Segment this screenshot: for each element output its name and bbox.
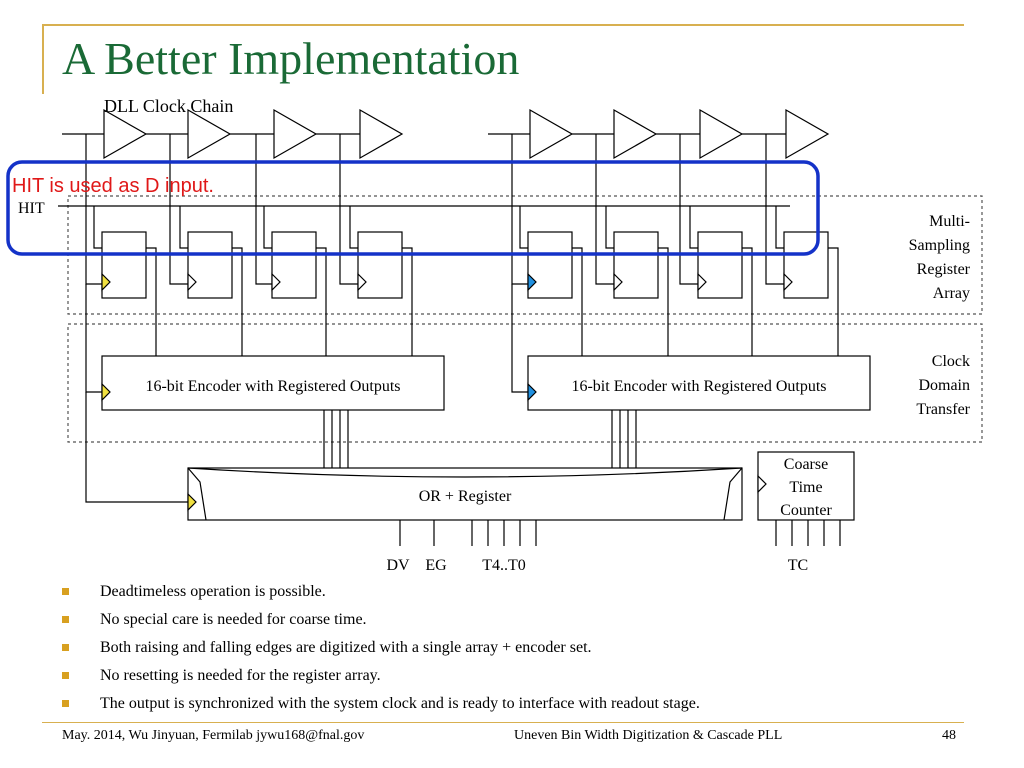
left-register-array [101,231,403,299]
bullet-text: No resetting is needed for the register … [100,667,381,684]
clock-domain-label-3: Transfer [916,401,970,418]
clock-marker [527,272,537,292]
encoder-left-label: 16-bit Encoder with Registered Outputs [145,378,400,395]
output-tc-label: TC [788,557,808,574]
output-t-label: T4..T0 [482,557,526,574]
footer-talk-title: Uneven Bin Width Digitization & Cascade … [514,728,783,743]
square-bullet-icon [62,644,69,651]
coarse-counter-line-3: Counter [780,502,832,519]
output-eg-label: EG [425,557,447,574]
bullet-list: Deadtimeless operation is possible. No s… [62,578,992,718]
delay-buffer [187,108,232,160]
encoder-right [527,355,871,411]
clock-marker [697,272,707,292]
flip-flop [357,231,403,299]
clock-domain-label-2: Domain [918,377,970,394]
flip-flop [101,231,147,299]
flip-flop [783,231,829,299]
flip-flop [271,231,317,299]
page-number: 48 [942,728,956,743]
delay-buffer [785,108,830,160]
delay-buffer [359,108,404,160]
clock-marker [357,272,367,292]
flip-flop [697,231,743,299]
dll-chain-label: DLL Clock Chain [104,96,233,116]
coarse-time-counter [757,451,855,521]
clock-marker [613,272,623,292]
output-dv-label: DV [386,557,410,574]
d-input-lines [93,206,784,249]
bullet-text: No special care is needed for coarse tim… [100,611,367,628]
register-array-label-2: Sampling [909,237,970,254]
clock-domain-label-1: Clock [932,353,970,370]
title-frame-top [42,24,964,26]
hit-label: HIT [18,200,45,217]
bullet-text: Both raising and falling edges are digit… [100,639,592,656]
callout-box [6,160,820,256]
left-delay-chain [62,108,404,160]
bullet-text: Deadtimeless operation is possible. [100,583,326,600]
delay-buffer [529,108,574,160]
square-bullet-icon [62,588,69,595]
callout-text: HIT is used as D input. [12,175,214,197]
right-clock-taps [511,134,784,285]
delay-buffer [273,108,318,160]
or-gate-curve [187,467,743,478]
delay-buffer [699,108,744,160]
encoder-buses [323,410,637,468]
delay-buffer [103,108,148,160]
footer-author: May. 2014, Wu Jinyuan, Fermilab jywu168@… [62,728,365,743]
clock-marker [101,272,111,292]
bullet-item: Deadtimeless operation is possible. [62,578,992,606]
flip-flop [527,231,573,299]
output-pins [399,520,841,546]
coarse-counter-line-1: Coarse [784,456,828,473]
bullet-item: The output is synchronized with the syst… [62,690,992,718]
clock-marker [783,272,793,292]
bullet-item: No special care is needed for coarse tim… [62,606,992,634]
delay-buffer [613,108,658,160]
bullet-text: The output is synchronized with the syst… [100,695,700,712]
dll-tdc-diagram: 16-bit Encoder with Registered Outputs 1… [6,96,983,574]
clock-marker [187,272,197,292]
encoder-left [101,355,445,411]
q-outputs [146,247,839,356]
footer-divider [42,722,964,723]
register-array-label-1: Multi- [929,213,970,230]
square-bullet-icon [62,672,69,679]
register-array-label-3: Register [917,261,971,278]
square-bullet-icon [62,616,69,623]
clock-marker [757,474,767,494]
right-delay-chain [488,108,830,160]
flip-flop [613,231,659,299]
flip-flop [187,231,233,299]
clock-marker [271,272,281,292]
right-register-array [527,231,829,299]
bullet-item: Both raising and falling edges are digit… [62,634,992,662]
clock-domain-region [67,323,983,443]
encoder-right-label: 16-bit Encoder with Registered Outputs [571,378,826,395]
or-register-label: OR + Register [419,488,512,505]
bullet-item: No resetting is needed for the register … [62,662,992,690]
coarse-counter-line-2: Time [789,479,822,496]
square-bullet-icon [62,700,69,707]
register-array-label-4: Array [933,285,970,302]
slide-title: A Better Implementation [62,33,520,84]
title-frame-left [42,24,44,94]
